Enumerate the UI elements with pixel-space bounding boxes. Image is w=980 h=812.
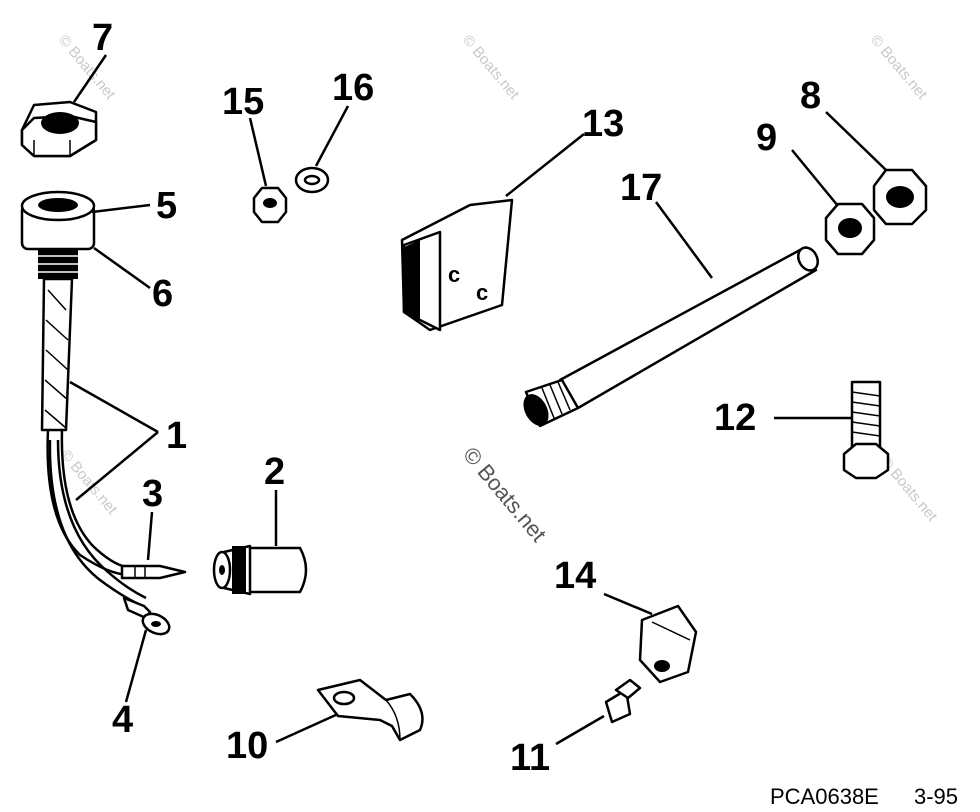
callout-15: 15 [222,81,264,123]
callout-5: 5 [156,185,177,227]
part-15-small-nut [252,186,288,224]
callout-6: 6 [152,273,173,315]
part-1-wire-harness [40,277,147,607]
callout-16: 16 [332,67,374,109]
leader-lines [69,54,887,746]
leader-14 [603,592,653,616]
callout-12: 12 [714,397,756,439]
part-13-bracket: c c [400,198,514,332]
callout-13: 13 [582,103,624,145]
part-10-clip [316,678,424,742]
callout-9: 9 [756,117,777,159]
part-17-shaft [523,246,819,428]
callout-17: 17 [620,167,662,209]
part-9-hex-nut [824,202,876,256]
callout-10: 10 [226,725,268,767]
part-4-ring-terminal [122,596,171,636]
part-12-bolt [842,380,890,480]
leader-1b [75,431,159,501]
callout-2: 2 [264,451,285,493]
part-11-screw [604,678,642,724]
callout-7: 7 [92,17,113,59]
watermark-center: © Boats.net [458,442,551,546]
part-8-hex-nut [872,168,928,226]
part-7-hex-nut [20,100,98,158]
leader-7 [72,54,108,103]
leader-10 [275,712,339,744]
watermark-top-center: © Boats.net [459,32,523,104]
leader-4 [124,629,148,703]
callout-14: 14 [554,555,596,597]
callout-11: 11 [510,737,550,779]
part-5-6-grommet [20,190,96,279]
part-2-connector-boot [212,544,308,596]
watermark-top-right: © Boats.net [867,32,931,104]
bracket-mark-c1: c [448,262,460,287]
footer-page-ref: 3-95 [914,784,958,809]
part-3-bullet-terminal [120,564,187,580]
leader-3 [146,511,154,561]
leader-9 [791,149,839,207]
leader-11 [555,714,605,746]
bracket-mark-c2: c [476,280,488,305]
leader-8 [825,111,887,171]
callout-1: 1 [166,415,187,457]
part-14-clamp-block [638,604,698,684]
leader-13 [505,133,585,197]
leader-15 [248,117,268,187]
leader-6 [93,246,151,290]
callout-3: 3 [142,473,163,515]
callout-8: 8 [800,75,821,117]
callout-4: 4 [112,699,133,741]
leader-16 [314,105,350,167]
part-16-washer [294,166,330,194]
footer-part-code: PCA0638E [770,784,879,809]
leader-5 [91,203,151,214]
leader-17 [654,201,714,279]
leader-1a [69,380,159,434]
